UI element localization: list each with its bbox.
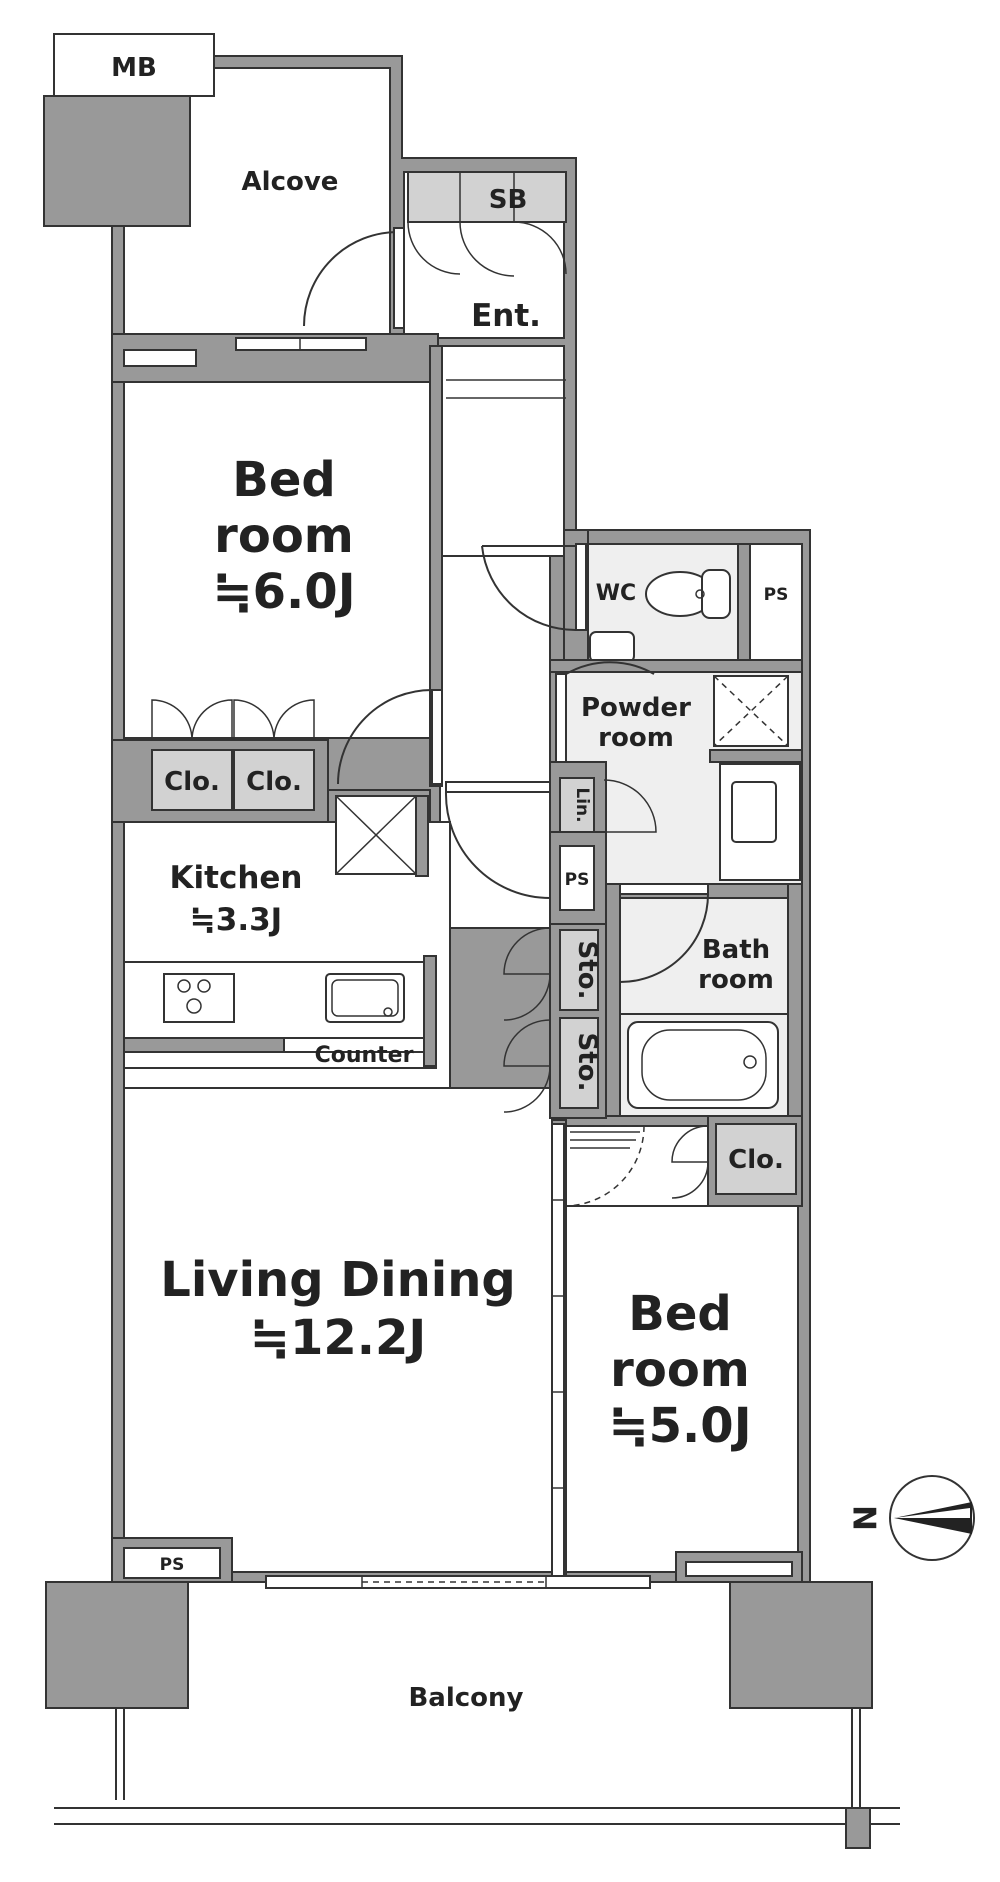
- bath-label-line2: room: [698, 965, 774, 995]
- bedroom-2: Clo. Bed room ≒5.0J: [608, 1115, 803, 1583]
- ps-wc-label: PS: [764, 585, 789, 605]
- sliding-partition: [551, 1123, 565, 1577]
- closet-a-label: Clo.: [164, 767, 220, 797]
- bedroom-1-label-line1: Bed: [232, 452, 336, 508]
- alcove-label: Alcove: [242, 167, 339, 197]
- closet-a-box: [151, 749, 233, 811]
- wc-label: WC: [596, 581, 636, 606]
- hallway-area: [439, 345, 565, 557]
- bedroom-1: Bed room ≒6.0J: [212, 452, 355, 620]
- mb-box: [53, 33, 215, 97]
- living-dining-area: [123, 1087, 553, 1573]
- mb-label: MB: [111, 53, 157, 83]
- bedroom-1-area: [123, 381, 431, 739]
- ps-living-box: [123, 1547, 221, 1579]
- toilet-tank: [701, 569, 731, 619]
- bedroom-1-door: [337, 689, 433, 785]
- bedroom-2-label-line1: Bed: [628, 1286, 732, 1342]
- stove: [163, 973, 235, 1023]
- powder-label-line2: room: [598, 723, 674, 753]
- closet-b-label: Clo.: [246, 767, 302, 797]
- balcony-pier-left: [45, 1581, 189, 1709]
- ps-living-label: PS: [160, 1555, 185, 1575]
- compass-north-label: N: [846, 1505, 882, 1531]
- mb-block: MB: [43, 33, 215, 227]
- hallway-lower: [439, 555, 551, 929]
- sb-box: [407, 171, 567, 223]
- storage-b-label: Sto.: [572, 1033, 602, 1092]
- sb-label: SB: [489, 185, 528, 215]
- ps-mid-box: [559, 845, 595, 911]
- kitchen-size: ≒3.3J: [190, 902, 282, 938]
- storage-a-label: Sto.: [572, 941, 602, 1000]
- balcony: Balcony: [45, 1581, 900, 1849]
- ps-mid-label: PS: [565, 870, 590, 890]
- balcony-label: Balcony: [408, 1683, 523, 1713]
- closet-b-box: [233, 749, 315, 811]
- shoe-box: SB: [407, 171, 567, 277]
- sink: [325, 973, 405, 1023]
- living-dining: Living Dining ≒12.2J PS: [111, 1252, 516, 1583]
- kitchen: Kitchen ≒3.3J Counter: [123, 860, 437, 1069]
- bedroom-2-entry: [565, 1125, 715, 1207]
- bathtub: [627, 1021, 779, 1109]
- storage-a-box: [559, 929, 599, 1011]
- closet-c-box: [715, 1123, 797, 1195]
- linen-label: Lin.: [572, 787, 592, 822]
- bath-label-line1: Bath: [702, 935, 770, 965]
- closet-c-label: Clo.: [728, 1145, 784, 1175]
- counter-label: Counter: [315, 1043, 414, 1068]
- wc: WC PS: [481, 529, 789, 669]
- bedroom-2-size: ≒5.0J: [608, 1398, 751, 1454]
- ps-wc-box: [749, 543, 803, 665]
- bedroom-1-label-line2: room: [214, 508, 354, 564]
- balcony-pier-right: [729, 1581, 873, 1709]
- bedroom-2-area: [565, 1205, 799, 1573]
- living-dining-label: Living Dining: [160, 1252, 515, 1308]
- kitchen-label: Kitchen: [169, 860, 302, 896]
- storage: Sto. Sto.: [503, 923, 607, 1119]
- wc-door: [481, 545, 577, 632]
- room-interiors: [123, 67, 799, 1573]
- closets-bedroom-1: Clo. Clo.: [111, 699, 329, 823]
- compass: N: [846, 1475, 975, 1561]
- compass-circle: [889, 1475, 975, 1561]
- living-dining-size: ≒12.2J: [250, 1310, 427, 1366]
- balcony-window: [265, 1575, 651, 1589]
- entrance-label: Ent.: [471, 298, 541, 334]
- bedroom-1-size: ≒6.0J: [212, 564, 355, 620]
- bedroom-2-label-line2: room: [610, 1342, 750, 1398]
- bath-room: Bath room: [605, 883, 803, 1117]
- storage-b-box: [559, 1017, 599, 1109]
- powder-label-line1: Powder: [581, 693, 691, 723]
- mb-pier: [43, 95, 191, 227]
